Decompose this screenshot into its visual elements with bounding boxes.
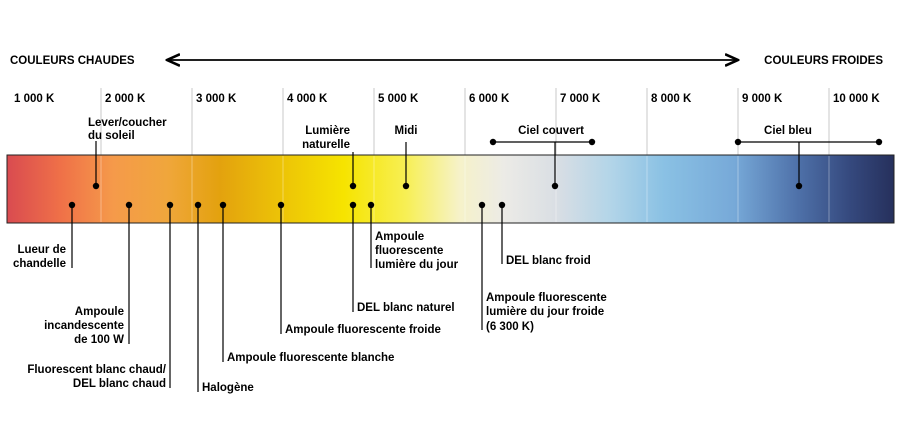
svg-text:Ampoule fluorescente: Ampoule fluorescente: [486, 292, 607, 304]
svg-text:lumière du jour: lumière du jour: [375, 259, 459, 271]
svg-text:Ampoule: Ampoule: [75, 306, 124, 318]
callout-cool-fluorescent: Ampoule fluorescente froide: [277, 201, 441, 336]
tick-label-5000: 5 000 K: [378, 93, 419, 105]
tick-label-9000: 9 000 K: [742, 93, 783, 105]
svg-text:Halogène: Halogène: [202, 382, 254, 394]
tick-label-2000: 2 000 K: [105, 93, 146, 105]
svg-text:Ampoule fluorescente froide: Ampoule fluorescente froide: [285, 324, 441, 336]
svg-text:chandelle: chandelle: [13, 258, 66, 270]
callout-sunrise-sunset: Lever/coucher du soleil: [88, 117, 167, 190]
svg-text:Midi: Midi: [395, 125, 418, 137]
callout-overcast-sky: Ciel couvert: [489, 125, 596, 190]
callout-blue-sky: Ciel bleu: [734, 125, 883, 190]
kelvin-gridlines: [100, 88, 830, 155]
tick-label-4000: 4 000 K: [287, 93, 328, 105]
svg-text:du soleil: du soleil: [88, 130, 135, 142]
spectrum-gridlines: [100, 156, 830, 222]
callout-natural-white-led: DEL blanc naturel: [349, 201, 455, 314]
svg-text:Ampoule fluorescente blanche: Ampoule fluorescente blanche: [227, 352, 394, 364]
svg-text:fluorescente: fluorescente: [375, 245, 443, 257]
tick-label-10000: 10 000 K: [833, 93, 880, 105]
tick-label-3000: 3 000 K: [196, 93, 237, 105]
callout-white-fluorescent: Ampoule fluorescente blanche: [219, 201, 394, 364]
callout-daylight-fluorescent: Ampoule fluorescente lumière du jour: [367, 201, 459, 271]
callout-halogen: Halogène: [194, 201, 254, 394]
callout-natural-light: Lumière naturelle: [302, 125, 357, 190]
tick-label-6000: 6 000 K: [469, 93, 510, 105]
svg-text:(6 300 K): (6 300 K): [486, 321, 534, 333]
svg-text:Fluorescent blanc chaud/: Fluorescent blanc chaud/: [27, 364, 166, 376]
callout-candle-light: Lueur de chandelle: [13, 201, 76, 270]
svg-text:Lueur de: Lueur de: [17, 244, 66, 256]
tick-label-7000: 7 000 K: [560, 93, 601, 105]
callout-incandescent-100w: Ampoule incandescente de 100 W: [44, 201, 133, 346]
warm-colors-label: COULEURS CHAUDES: [10, 55, 135, 67]
kelvin-tick-labels: 1 000 K 2 000 K 3 000 K 4 000 K 5 000 K 6 000…: [14, 93, 880, 105]
callout-cool-white-led: DEL blanc froid: [498, 201, 591, 267]
tick-label-8000: 8 000 K: [651, 93, 692, 105]
svg-text:Ampoule: Ampoule: [375, 231, 424, 243]
svg-text:DEL blanc naturel: DEL blanc naturel: [357, 302, 455, 314]
cool-colors-label: COULEURS FROIDES: [764, 55, 883, 67]
svg-text:Lumière: Lumière: [305, 125, 350, 137]
color-temperature-spectrum-bar: [6, 154, 895, 224]
tick-label-1000: 1 000 K: [14, 93, 55, 105]
svg-text:incandescente: incandescente: [44, 320, 124, 332]
svg-text:Lever/coucher: Lever/coucher: [88, 117, 167, 129]
callout-warm-white-fluorescent-led: Fluorescent blanc chaud/ DEL blanc chaud: [27, 201, 174, 390]
svg-text:lumière du jour froide: lumière du jour froide: [486, 306, 604, 318]
svg-text:DEL blanc froid: DEL blanc froid: [506, 255, 591, 267]
svg-text:de 100 W: de 100 W: [74, 334, 124, 346]
svg-text:Ciel couvert: Ciel couvert: [518, 125, 584, 137]
callout-noon: Midi: [395, 125, 418, 190]
svg-text:DEL blanc chaud: DEL blanc chaud: [73, 378, 166, 390]
svg-text:naturelle: naturelle: [302, 139, 350, 151]
callout-cool-daylight-fluorescent-6300k: Ampoule fluorescente lumière du jour fro…: [478, 201, 607, 333]
svg-text:Ciel bleu: Ciel bleu: [764, 125, 812, 137]
